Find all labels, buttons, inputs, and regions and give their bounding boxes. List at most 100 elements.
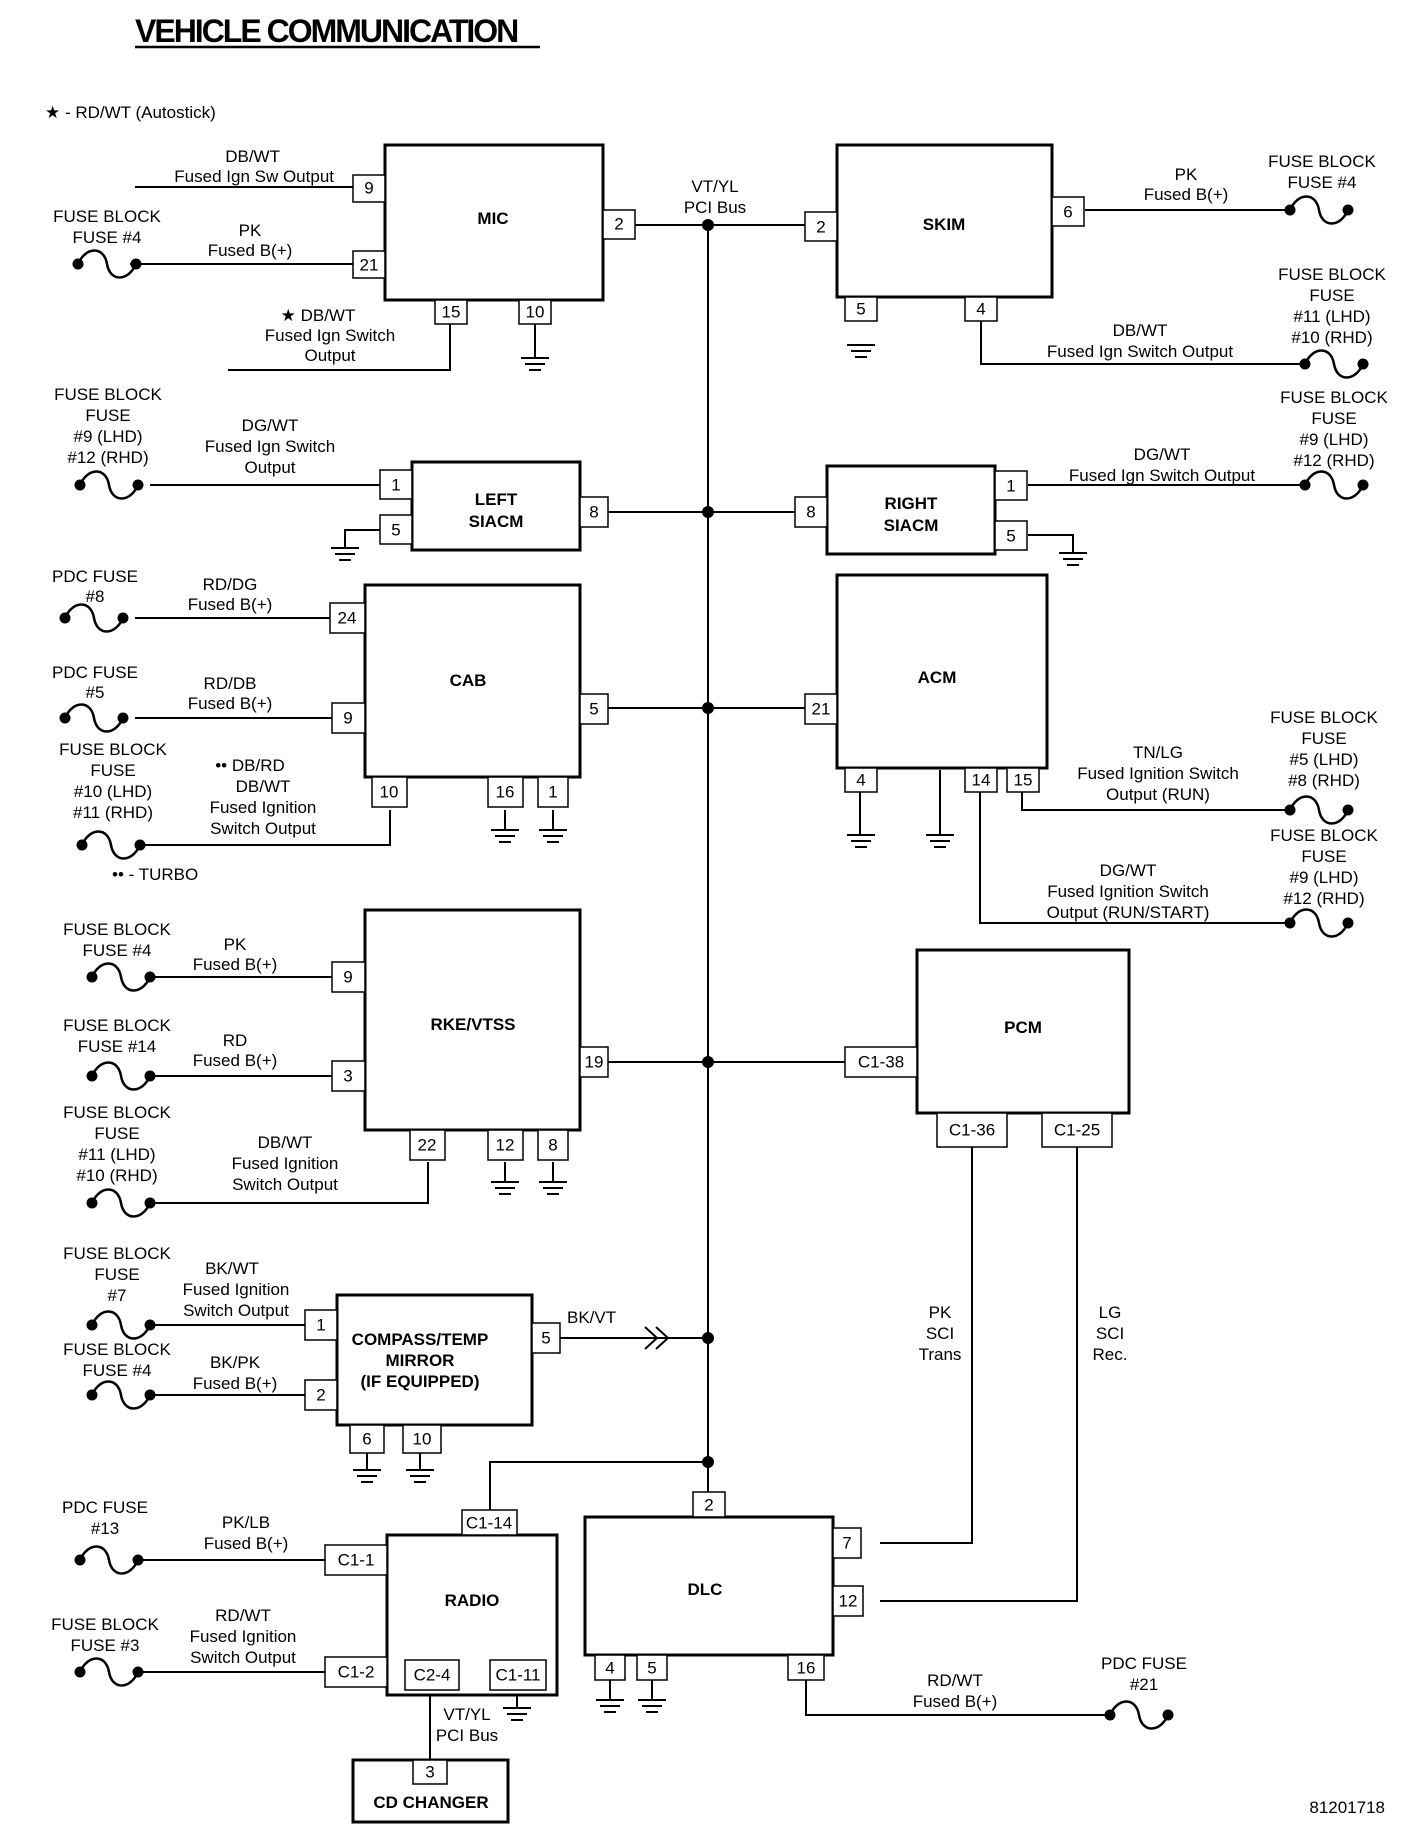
- svg-text:9: 9: [343, 968, 352, 987]
- svg-text:RD/DB: RD/DB: [204, 674, 257, 693]
- svg-text:COMPASS/TEMP: COMPASS/TEMP: [352, 1330, 489, 1349]
- compass-temp-mirror-module: COMPASS/TEMP MIRROR (IF EQUIPPED) 1 2 5 …: [63, 1244, 561, 1470]
- fuse-icon: [86, 1310, 156, 1340]
- svg-text:Output (RUN): Output (RUN): [1106, 785, 1210, 804]
- svg-text:FUSE #4: FUSE #4: [83, 941, 152, 960]
- svg-text:#9 (LHD): #9 (LHD): [1290, 868, 1359, 887]
- acm-module: ACM 21 4 14 15 TN/LG Fused Ignition Swit…: [804, 573, 1379, 924]
- svg-text:FUSE #4: FUSE #4: [1288, 173, 1357, 192]
- svg-text:PK: PK: [929, 1303, 952, 1322]
- svg-text:C1-2: C1-2: [338, 1663, 375, 1682]
- ground-icon: [1059, 552, 1087, 566]
- svg-text:Rec.: Rec.: [1093, 1345, 1128, 1364]
- pci-bus-label: PCI Bus: [684, 198, 746, 217]
- svg-text:DB/WT: DB/WT: [258, 1133, 313, 1152]
- svg-text:C2-4: C2-4: [414, 1666, 451, 1685]
- svg-text:FUSE BLOCK: FUSE BLOCK: [63, 1016, 171, 1035]
- svg-text:#10 (RHD): #10 (RHD): [1291, 328, 1372, 347]
- junction-dot: [702, 1456, 714, 1468]
- svg-text:FUSE BLOCK: FUSE BLOCK: [1270, 708, 1378, 727]
- svg-text:FUSE BLOCK: FUSE BLOCK: [53, 207, 161, 226]
- svg-text:FUSE: FUSE: [1301, 847, 1346, 866]
- svg-text:SCI: SCI: [926, 1324, 954, 1343]
- svg-text:Fused B(+): Fused B(+): [204, 1534, 289, 1553]
- pcm-label: PCM: [1004, 1018, 1042, 1037]
- right-siacm-module: RIGHT SIACM 8 1 5 DG/WT Fused Ign Switch…: [794, 388, 1389, 556]
- svg-text:FUSE: FUSE: [1301, 729, 1346, 748]
- svg-text:Fused Ign Switch: Fused Ign Switch: [205, 437, 335, 456]
- svg-text:FUSE BLOCK: FUSE BLOCK: [1268, 152, 1376, 171]
- svg-text:FUSE BLOCK: FUSE BLOCK: [63, 1244, 171, 1263]
- svg-text:•• DB/RD: •• DB/RD: [215, 756, 285, 775]
- svg-text:Fused Ignition Switch: Fused Ignition Switch: [1047, 882, 1209, 901]
- svg-text:1: 1: [316, 1316, 325, 1335]
- svg-text:FUSE #4: FUSE #4: [83, 1361, 152, 1380]
- svg-text:Output: Output: [244, 458, 295, 477]
- svg-text:FUSE BLOCK: FUSE BLOCK: [63, 920, 171, 939]
- svg-text:#10 (LHD): #10 (LHD): [74, 782, 152, 801]
- svg-text:FUSE #14: FUSE #14: [78, 1037, 156, 1056]
- svg-text:(IF EQUIPPED): (IF EQUIPPED): [360, 1372, 479, 1391]
- ground-symbols: [331, 344, 1087, 1721]
- radio-label: RADIO: [445, 1591, 500, 1610]
- fuse-icon: [1284, 795, 1354, 825]
- fuse-icon: [59, 603, 129, 633]
- svg-text:2: 2: [316, 1386, 325, 1405]
- svg-text:PDC FUSE: PDC FUSE: [62, 1498, 148, 1517]
- svg-text:FUSE BLOCK: FUSE BLOCK: [59, 740, 167, 759]
- svg-text:16: 16: [496, 783, 515, 802]
- svg-text:PDC FUSE: PDC FUSE: [1101, 1654, 1187, 1673]
- svg-text:#8: #8: [86, 587, 105, 606]
- svg-text:LG: LG: [1099, 1303, 1122, 1322]
- svg-text:19: 19: [585, 1053, 604, 1072]
- svg-text:#12 (RHD): #12 (RHD): [1293, 451, 1374, 470]
- cab-module: CAB 24 9 5 10 16 1 RD/DG Fused B(+) RD/D…: [52, 567, 609, 846]
- svg-text:Trans: Trans: [919, 1345, 962, 1364]
- svg-text:C1-14: C1-14: [466, 1514, 512, 1533]
- svg-text:24: 24: [338, 609, 357, 628]
- svg-text:21: 21: [812, 700, 831, 719]
- fuse-icon: [59, 703, 129, 733]
- ground-icon: [406, 1469, 434, 1483]
- svg-text:VT/YL: VT/YL: [443, 1705, 490, 1724]
- svg-text:FUSE BLOCK: FUSE BLOCK: [51, 1615, 159, 1634]
- svg-text:#8 (RHD): #8 (RHD): [1288, 771, 1360, 790]
- ground-icon: [847, 344, 875, 358]
- svg-text:FUSE: FUSE: [1309, 286, 1354, 305]
- fuse-icon: [72, 249, 142, 279]
- connector-arrow: [644, 1326, 670, 1350]
- fuse-icon: [74, 1545, 144, 1575]
- ground-icon: [539, 1181, 567, 1195]
- fuse-icon: [1284, 195, 1354, 225]
- svg-text:FUSE: FUSE: [1311, 409, 1356, 428]
- svg-text:9: 9: [343, 709, 352, 728]
- svg-text:4: 4: [976, 300, 985, 319]
- cd-changer-module: 3 CD CHANGER: [351, 1758, 510, 1824]
- svg-text:C1-36: C1-36: [949, 1121, 995, 1140]
- svg-text:#9 (LHD): #9 (LHD): [74, 427, 143, 446]
- svg-text:RD/WT: RD/WT: [927, 1671, 983, 1690]
- svg-text:#10 (RHD): #10 (RHD): [76, 1166, 157, 1185]
- svg-text:SCI: SCI: [1096, 1324, 1124, 1343]
- svg-text:RD: RD: [223, 1031, 248, 1050]
- svg-text:8: 8: [589, 503, 598, 522]
- svg-text:FUSE BLOCK: FUSE BLOCK: [63, 1103, 171, 1122]
- svg-text:7: 7: [842, 1534, 851, 1553]
- svg-text:SIACM: SIACM: [884, 516, 939, 535]
- svg-text:10: 10: [526, 303, 545, 322]
- svg-text:12: 12: [496, 1136, 515, 1155]
- junction-dot: [702, 219, 714, 231]
- svg-text:1: 1: [1006, 477, 1015, 496]
- radio-module: RADIO C1-14 C1-1 C1-2 C2-4 C1-11 PK/LB F…: [51, 1498, 559, 1760]
- svg-text:Output: Output: [304, 346, 355, 365]
- svg-text:Fused B(+): Fused B(+): [1144, 185, 1229, 204]
- svg-text:#21: #21: [1130, 1675, 1158, 1694]
- svg-text:4: 4: [856, 771, 865, 790]
- fuse-icon: [1299, 349, 1369, 379]
- svg-text:#12 (RHD): #12 (RHD): [1283, 889, 1364, 908]
- skim-module: SKIM 2 6 5 4 PK Fused B(+) DB/WT Fused I…: [804, 143, 1387, 365]
- left-siacm-module: LEFT SIACM 1 5 8 DG/WT Fused Ign Switch …: [54, 385, 609, 552]
- mic-label: MIC: [477, 209, 508, 228]
- svg-text:5: 5: [589, 700, 598, 719]
- diagram-title: VEHICLE COMMUNICATION: [135, 13, 517, 49]
